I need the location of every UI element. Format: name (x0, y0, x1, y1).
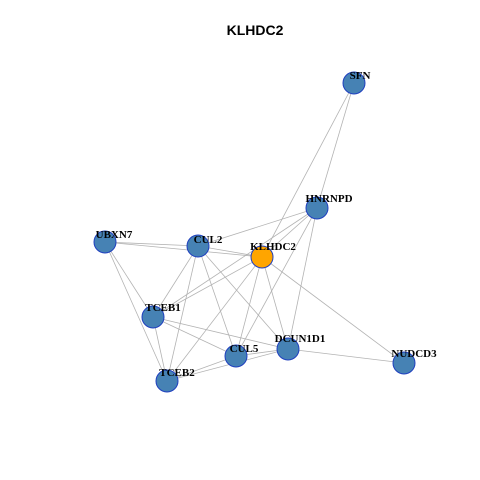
edge-ubxn7-tceb1 (104, 241, 154, 318)
edge-ubxn7-tceb2 (104, 241, 168, 382)
node-sfn[interactable] (342, 71, 366, 95)
node-ubxn7[interactable] (93, 230, 117, 254)
edge-cul2-dcun1d1 (197, 245, 289, 350)
edge-tceb1-dcun1d1 (152, 316, 289, 350)
node-label-sfn: SFN (350, 70, 371, 82)
edge-layer (104, 82, 405, 382)
edge-cul2-tceb1 (152, 245, 199, 318)
node-klhdc2[interactable] (250, 245, 274, 269)
node-label-nudcd3: NUDCD3 (391, 348, 437, 360)
edge-tceb2-dcun1d1 (166, 348, 289, 382)
edge-sfn-hnrnpd (316, 82, 355, 209)
diagram-title: KLHDC2 (227, 22, 284, 38)
edge-ubxn7-klhdc2 (104, 241, 263, 258)
node-layer (93, 71, 416, 393)
edge-tceb2-cul5 (166, 355, 237, 382)
node-nudcd3[interactable] (392, 351, 416, 375)
edge-hnrnpd-cul5 (235, 207, 318, 357)
edge-klhdc2-tceb1 (152, 256, 263, 318)
label-layer: SFN HNRNPD UBXN7 CUL2KLHDC2TCEB1DCUN1D1CUL5… (96, 70, 437, 379)
node-label-tceb1: TCEB1 (145, 302, 180, 314)
node-cul2[interactable] (186, 234, 210, 258)
edge-hnrnpd-klhdc2 (261, 207, 318, 258)
edge-klhdc2-cul5 (235, 256, 263, 357)
node-label-klhdc2: KLHDC2 (250, 241, 296, 253)
node-label-cul5: CUL5 (230, 343, 259, 355)
node-dcun1d1[interactable] (276, 337, 300, 361)
node-label-ubxn7: UBXN7 (96, 229, 133, 241)
edge-klhdc2-dcun1d1 (261, 256, 289, 350)
edge-ubxn7-cul2 (104, 241, 199, 247)
edge-hnrnpd-cul2 (197, 207, 318, 247)
edge-klhdc2-tceb2 (166, 256, 263, 382)
node-cul5[interactable] (224, 344, 248, 368)
edge-cul2-tceb2 (166, 245, 199, 382)
edge-hnrnpd-tceb1 (152, 207, 318, 318)
node-label-hnrnpd: HNRNPD (305, 193, 352, 205)
node-tceb2[interactable] (155, 369, 179, 393)
node-hnrnpd[interactable] (305, 196, 329, 220)
edge-dcun1d1-nudcd3 (287, 348, 405, 364)
node-label-cul2: CUL2 (194, 234, 223, 246)
edge-tceb1-cul5 (152, 316, 237, 357)
edge-sfn-klhdc2 (261, 82, 355, 258)
edge-cul2-cul5 (197, 245, 237, 357)
edge-klhdc2-nudcd3 (261, 256, 405, 364)
node-tceb1[interactable] (141, 305, 165, 329)
node-label-dcun1d1: DCUN1D1 (275, 333, 326, 345)
edge-hnrnpd-dcun1d1 (287, 207, 318, 350)
node-label-tceb2: TCEB2 (159, 367, 195, 379)
